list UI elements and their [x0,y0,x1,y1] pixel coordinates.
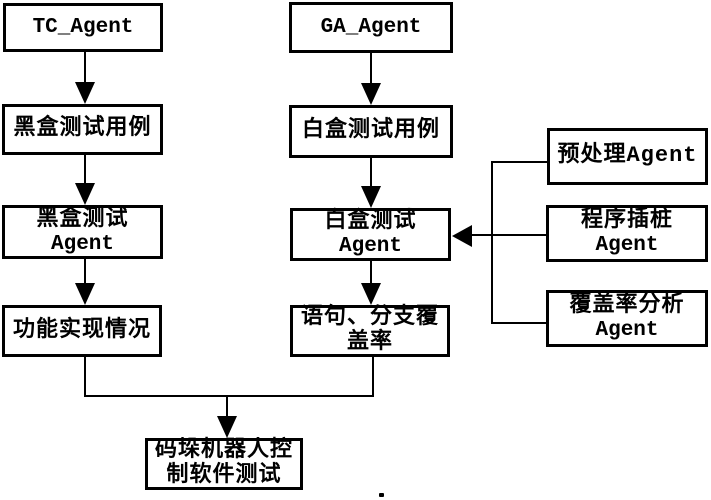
node-final-test-line2: 制软件测试 [166,463,282,488]
node-tc-agent: TC_Agent [3,3,163,52]
node-white-box-test-agent: 白盒测试 Agent [290,208,451,261]
bracket-middle-stub [470,234,547,236]
arrow-down-icon [75,82,95,104]
connector-right-vertical [372,357,374,397]
bracket-vertical [491,161,493,324]
node-preprocess-agent-label: 预处理Agent [557,143,698,169]
arrow-blackbox-cases-to-agent-shaft [84,155,86,185]
node-white-box-test-agent-line1: 白盒测试 [324,209,417,235]
node-black-box-test-agent-line1: 黑盒测试 [36,206,129,232]
arrow-down-icon [361,83,381,105]
arrow-ga-to-whitebox-cases-shaft [370,53,372,85]
connector-left-vertical [84,357,86,397]
arrow-down-icon [75,183,95,205]
stray-dot [379,493,384,497]
node-preprocess-agent: 预处理Agent [547,128,708,185]
node-coverage-analysis-agent-line2: Agent [595,319,659,343]
node-function-implementation-result-label: 功能实现情况 [12,317,151,343]
arrow-left-icon [452,225,472,247]
node-ga-agent: GA_Agent [289,2,453,53]
arrow-blackbox-agent-to-result-shaft [84,259,86,285]
arrow-down-icon [361,283,381,305]
node-instrumentation-agent-line1: 程序插桩 [580,208,673,234]
bracket-bottom-stub [491,322,547,324]
node-coverage-analysis-agent: 覆盖率分析 Agent [546,290,708,347]
node-instrumentation-agent: 程序插桩 Agent [546,205,708,262]
connector-merge-horizontal [84,395,374,397]
node-statement-branch-coverage-line2: 盖率 [346,330,393,355]
node-coverage-analysis-agent-line1: 覆盖率分析 [569,293,685,319]
arrow-merge-to-final-shaft [226,395,228,418]
node-white-box-test-cases: 白盒测试用例 [289,105,453,158]
node-black-box-test-agent: 黑盒测试 Agent [2,205,163,259]
node-white-box-test-cases-label: 白盒测试用例 [301,118,440,144]
node-function-implementation-result: 功能实现情况 [2,305,162,357]
arrow-down-icon [361,186,381,208]
node-statement-branch-coverage: 语句、分支覆 盖率 [290,305,450,357]
node-instrumentation-agent-line2: Agent [595,234,659,258]
node-white-box-test-agent-line2: Agent [338,235,402,259]
node-final-test-line1: 码垛机器人控 [154,438,293,464]
arrow-whitebox-cases-to-agent-shaft [370,158,372,188]
arrow-down-icon [217,416,237,438]
node-ga-agent-label: GA_Agent [320,15,422,39]
node-statement-branch-coverage-line1: 语句、分支覆 [300,305,439,331]
arrow-whitebox-agent-to-coverage-shaft [370,261,372,285]
node-tc-agent-label: TC_Agent [32,15,134,39]
node-black-box-test-cases-label: 黑盒测试用例 [13,116,152,142]
node-black-box-test-cases: 黑盒测试用例 [2,104,163,155]
arrow-tc-to-blackbox-cases-shaft [84,52,86,84]
arrow-down-icon [75,283,95,305]
node-palletizing-robot-control-software-test: 码垛机器人控 制软件测试 [145,438,303,490]
bracket-top-stub [491,161,547,163]
node-black-box-test-agent-line2: Agent [50,232,114,256]
